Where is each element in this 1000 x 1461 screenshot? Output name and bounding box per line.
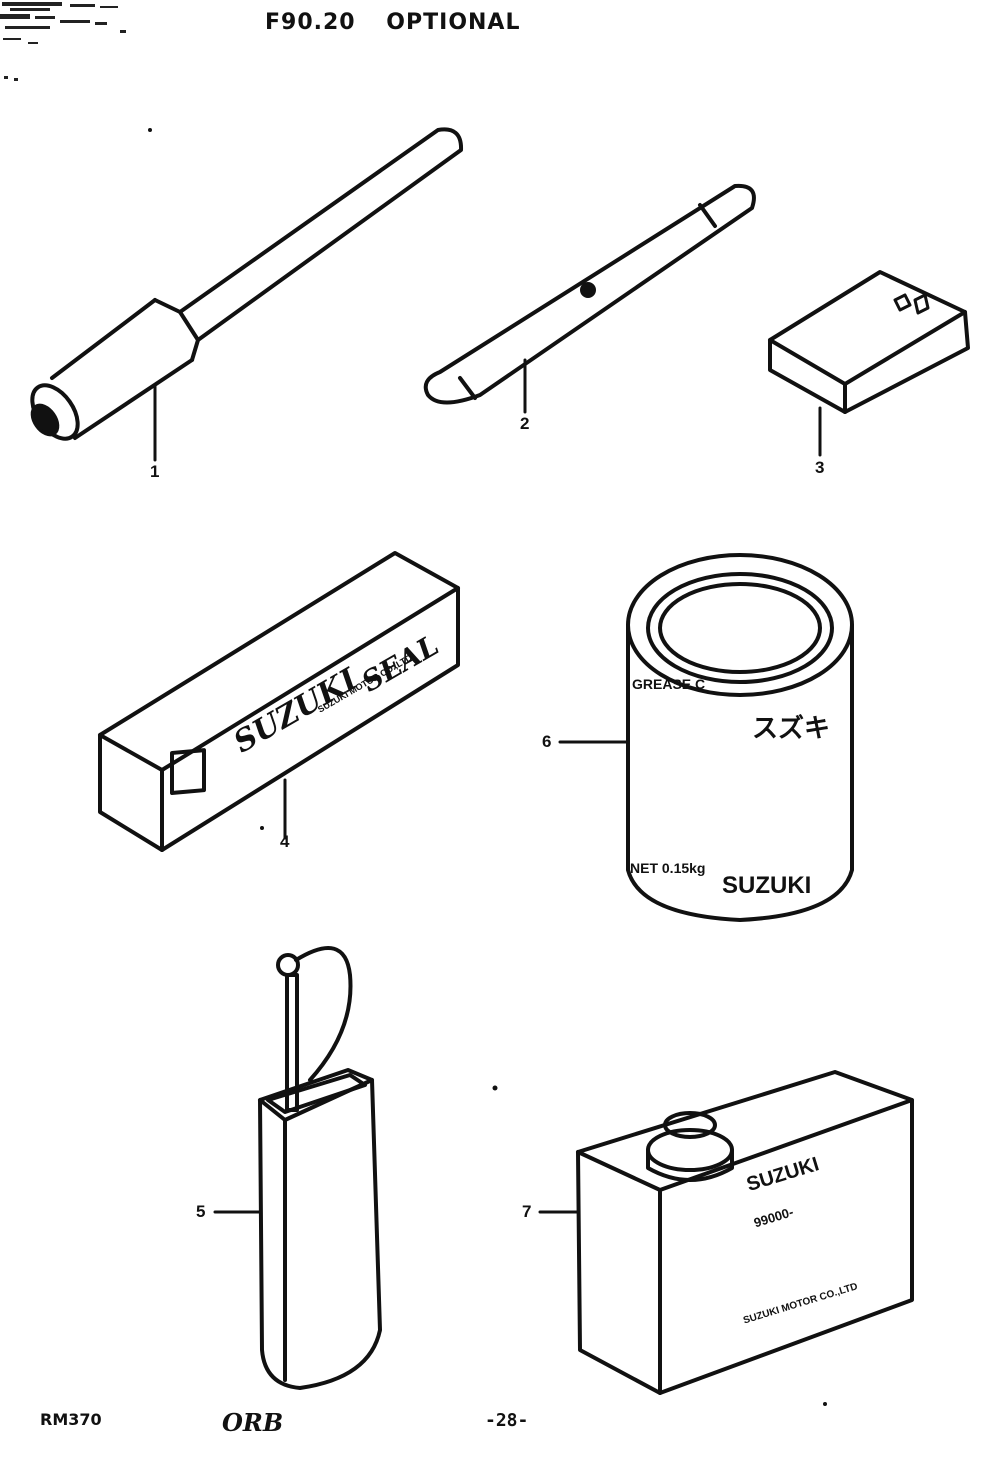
grease-can-jp: スズキ <box>752 713 831 743</box>
callout-4: 4 <box>280 832 290 851</box>
callout-1: 1 <box>150 462 160 481</box>
part-2-applicator <box>423 183 756 414</box>
part-7-oil-tin <box>538 1070 914 1395</box>
callout-3: 3 <box>815 458 825 477</box>
footer-mark: ORB <box>222 1408 284 1437</box>
callout-6: 6 <box>542 732 552 751</box>
section-header: F90.20 OPTIONAL <box>265 10 542 35</box>
section-title: OPTIONAL <box>386 10 521 35</box>
grease-can-brand: SUZUKI <box>722 872 812 899</box>
part-1-tube <box>30 127 464 462</box>
part-4-seal-box <box>98 551 460 852</box>
callout-2: 2 <box>520 414 530 433</box>
grease-can-grade: GREASE C <box>632 676 706 692</box>
scan-noise <box>0 2 126 81</box>
callout-5: 5 <box>196 1202 206 1221</box>
callout-7: 7 <box>522 1202 532 1221</box>
footer-code: RM370 <box>40 1410 102 1429</box>
part-6-grease-can <box>558 553 854 922</box>
grease-can-net: NET 0.15kg <box>630 860 706 876</box>
page-number: -28- <box>485 1410 529 1431</box>
part-5-oil-can <box>213 946 382 1390</box>
section-code: F90.20 <box>265 10 356 35</box>
part-3-packet <box>768 270 970 457</box>
